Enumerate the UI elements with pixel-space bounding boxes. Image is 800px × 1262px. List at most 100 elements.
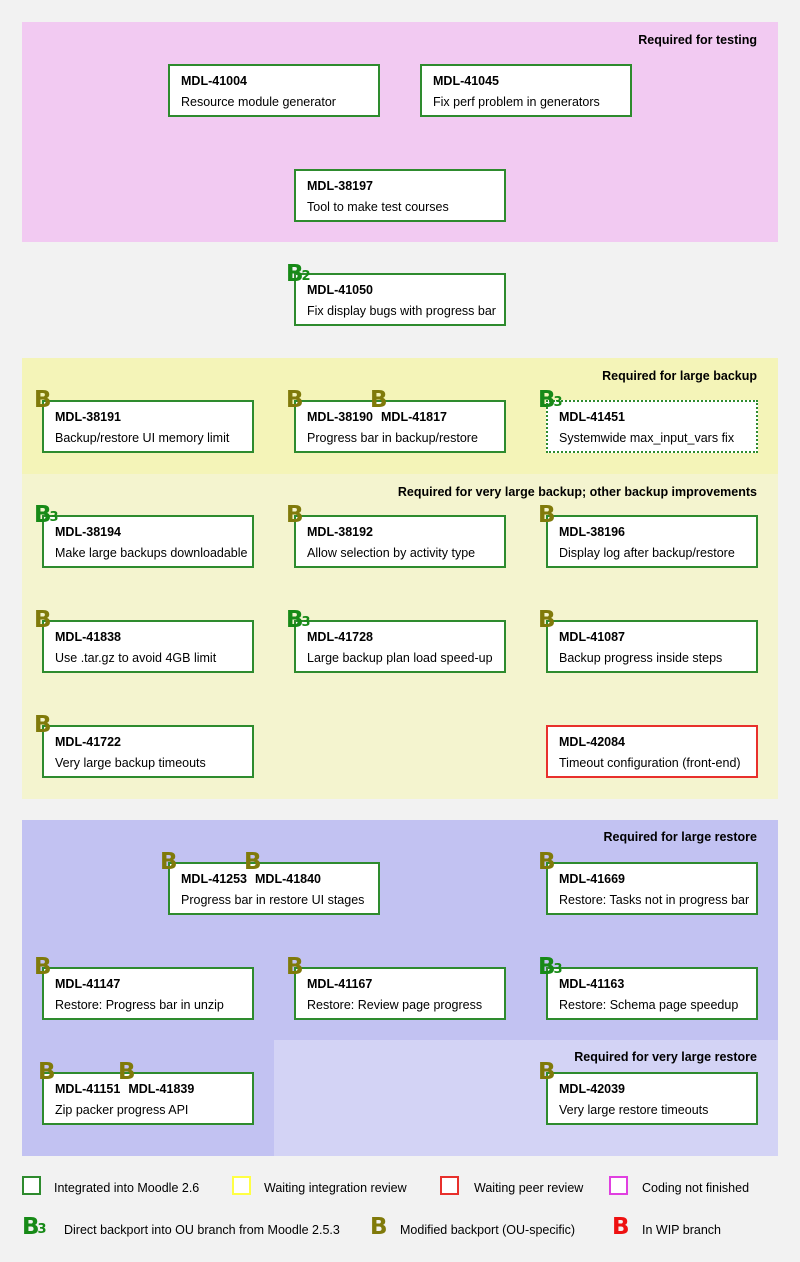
issue-id: MDL-38194 — [55, 525, 121, 539]
region-title-testing: Required for testing — [638, 33, 757, 47]
legend-coding-swatch — [609, 1176, 628, 1195]
issue-mdl-41147[interactable]: MDL-41147 Restore: Progress bar in unzip — [42, 967, 254, 1020]
issue-description: Very large restore timeouts — [559, 1103, 709, 1117]
direct-backport-badge-icon: B3 — [34, 502, 59, 528]
issue-description: Restore: Schema page speedup — [559, 998, 739, 1012]
issue-id: MDL-41840 — [255, 872, 321, 886]
issue-description: Progress bar in restore UI stages — [181, 893, 365, 907]
issue-id: MDL-41045 — [433, 74, 499, 88]
issue-description: Fix display bugs with progress bar — [307, 304, 496, 318]
issue-mdl-41087[interactable]: MDL-41087 Backup progress inside steps — [546, 620, 758, 673]
issue-mdl-41722[interactable]: MDL-41722 Very large backup timeouts — [42, 725, 254, 778]
region-title-large-restore: Required for large restore — [603, 830, 757, 844]
legend-waiting-integration-label: Waiting integration review — [264, 1181, 407, 1195]
issue-id: MDL-41167 — [307, 977, 373, 991]
direct-backport-badge-icon: B3 — [538, 387, 563, 413]
issue-id: MDL-41451 — [559, 410, 625, 424]
modified-backport-badge-icon: B — [538, 607, 556, 633]
issue-description: Restore: Tasks not in progress bar — [559, 893, 750, 907]
issue-description: Timeout configuration (front-end) — [559, 756, 741, 770]
issue-description: Backup progress inside steps — [559, 651, 723, 665]
legend-wip-icon: B — [612, 1214, 630, 1240]
issue-id: MDL-38192 — [307, 525, 373, 539]
issue-description: Zip packer progress API — [55, 1103, 189, 1117]
issue-mdl-41163[interactable]: MDL-41163 Restore: Schema page speedup — [546, 967, 758, 1020]
issue-description: Use .tar.gz to avoid 4GB limit — [55, 651, 217, 665]
issue-mdl-41253[interactable]: MDL-41253 MDL-41840 Progress bar in resto… — [168, 862, 380, 915]
modified-backport-badge-icon: B — [370, 387, 388, 413]
legend-integrated-swatch — [22, 1176, 41, 1195]
issue-description: Allow selection by activity type — [307, 546, 476, 560]
issue-description: Large backup plan load speed-up — [307, 651, 493, 665]
issue-id: MDL-38196 — [559, 525, 625, 539]
modified-backport-badge-icon: B — [286, 387, 304, 413]
issue-id: MDL-38197 — [307, 179, 373, 193]
issue-mdl-38191[interactable]: MDL-38191 Backup/restore UI memory limit — [42, 400, 254, 453]
modified-backport-badge-icon: B — [38, 1059, 56, 1085]
legend-waiting-integration-swatch — [232, 1176, 251, 1195]
modified-backport-badge-icon: B — [160, 849, 178, 875]
issue-mdl-38194[interactable]: MDL-38194 Make large backups downloadabl… — [42, 515, 254, 568]
issue-id: MDL-41838 — [55, 630, 121, 644]
issue-description: Very large backup timeouts — [55, 756, 206, 770]
issue-description: Resource module generator — [181, 95, 336, 109]
issue-id: MDL-42084 — [559, 735, 625, 749]
modified-backport-badge-icon: B — [34, 712, 52, 738]
modified-backport-badge-icon: B — [286, 502, 304, 528]
modified-backport-badge-icon: B — [34, 954, 52, 980]
direct-backport-badge-icon: B3 — [538, 954, 563, 980]
issue-mdl-41669[interactable]: MDL-41669 Restore: Tasks not in progress… — [546, 862, 758, 915]
region-title-very-large-restore: Required for very large restore — [574, 1050, 757, 1064]
issue-description: Tool to make test courses — [307, 200, 449, 214]
modified-backport-badge-icon: B — [118, 1059, 136, 1085]
issue-id: MDL-41253 — [181, 872, 247, 886]
issue-id: MDL-38190 — [307, 410, 373, 424]
issue-id: MDL-41087 — [559, 630, 625, 644]
issue-id: MDL-41050 — [307, 283, 373, 297]
issue-id: MDL-38191 — [55, 410, 121, 424]
issue-description: Make large backups downloadable — [55, 546, 248, 560]
issue-mdl-42084[interactable]: MDL-42084 Timeout configuration (front-e… — [546, 725, 758, 778]
direct-backport-b2-badge-icon: B2 — [286, 261, 311, 287]
legend-direct-backport-label: Direct backport into OU branch from Mood… — [64, 1223, 340, 1237]
modified-backport-badge-icon: B — [286, 954, 304, 980]
issue-id: MDL-41722 — [55, 735, 121, 749]
issue-id: MDL-41147 — [55, 977, 121, 991]
issue-mdl-41167[interactable]: MDL-41167 Restore: Review page progress — [294, 967, 506, 1020]
issue-mdl-41728[interactable]: MDL-41728 Large backup plan load speed-u… — [294, 620, 506, 673]
issue-mdl-41151[interactable]: MDL-41151 MDL-41839 Zip packer progress A… — [42, 1072, 254, 1125]
issue-mdl-41838[interactable]: MDL-41838 Use .tar.gz to avoid 4GB limit — [42, 620, 254, 673]
modified-backport-badge-icon: B — [244, 849, 262, 875]
issue-mdl-38197[interactable]: MDL-38197 Tool to make test courses — [294, 169, 506, 222]
legend-direct-backport-icon: B3 — [22, 1214, 47, 1240]
issue-mdl-38190[interactable]: MDL-38190 MDL-41817 Progress bar in backu… — [294, 400, 506, 453]
legend-integrated-label: Integrated into Moodle 2.6 — [54, 1181, 200, 1195]
issue-mdl-42039[interactable]: MDL-42039 Very large restore timeouts — [546, 1072, 758, 1125]
legend-coding-label: Coding not finished — [642, 1181, 750, 1195]
issue-id: MDL-41728 — [307, 630, 373, 644]
modified-backport-badge-icon: B — [34, 607, 52, 633]
issue-description: Progress bar in backup/restore — [307, 431, 478, 445]
issue-id: MDL-41817 — [381, 410, 447, 424]
region-title-large-backup: Required for large backup — [602, 369, 757, 383]
issue-mdl-38196[interactable]: MDL-38196 Display log after backup/resto… — [546, 515, 758, 568]
legend-modified-backport-label: Modified backport (OU-specific) — [400, 1223, 576, 1237]
issue-mdl-41451[interactable]: MDL-41451 Systemwide max_input_vars fix — [546, 400, 758, 453]
legend-waiting-peer-label: Waiting peer review — [474, 1181, 584, 1195]
issue-id: MDL-41669 — [559, 872, 625, 886]
legend-modified-backport-icon: B — [370, 1214, 388, 1240]
issue-description: Fix perf problem in generators — [433, 95, 600, 109]
issue-mdl-41045[interactable]: MDL-41045 Fix perf problem in generators — [420, 64, 632, 117]
issue-mdl-38192[interactable]: MDL-38192 Allow selection by activity ty… — [294, 515, 506, 568]
issue-mdl-41004[interactable]: MDL-41004 Resource module generator — [168, 64, 380, 117]
modified-backport-badge-icon: B — [538, 849, 556, 875]
issue-id: MDL-41151 — [55, 1082, 121, 1096]
issue-mdl-41050[interactable]: MDL-41050 Fix display bugs with progress… — [294, 273, 506, 326]
issue-id: MDL-41163 — [559, 977, 625, 991]
modified-backport-badge-icon: B — [538, 502, 556, 528]
region-title-very-large-backup: Required for very large backup; other ba… — [397, 485, 757, 499]
modified-backport-badge-icon: B — [34, 387, 52, 413]
issue-id: MDL-41839 — [128, 1082, 195, 1096]
issue-description: Restore: Review page progress — [307, 998, 483, 1012]
